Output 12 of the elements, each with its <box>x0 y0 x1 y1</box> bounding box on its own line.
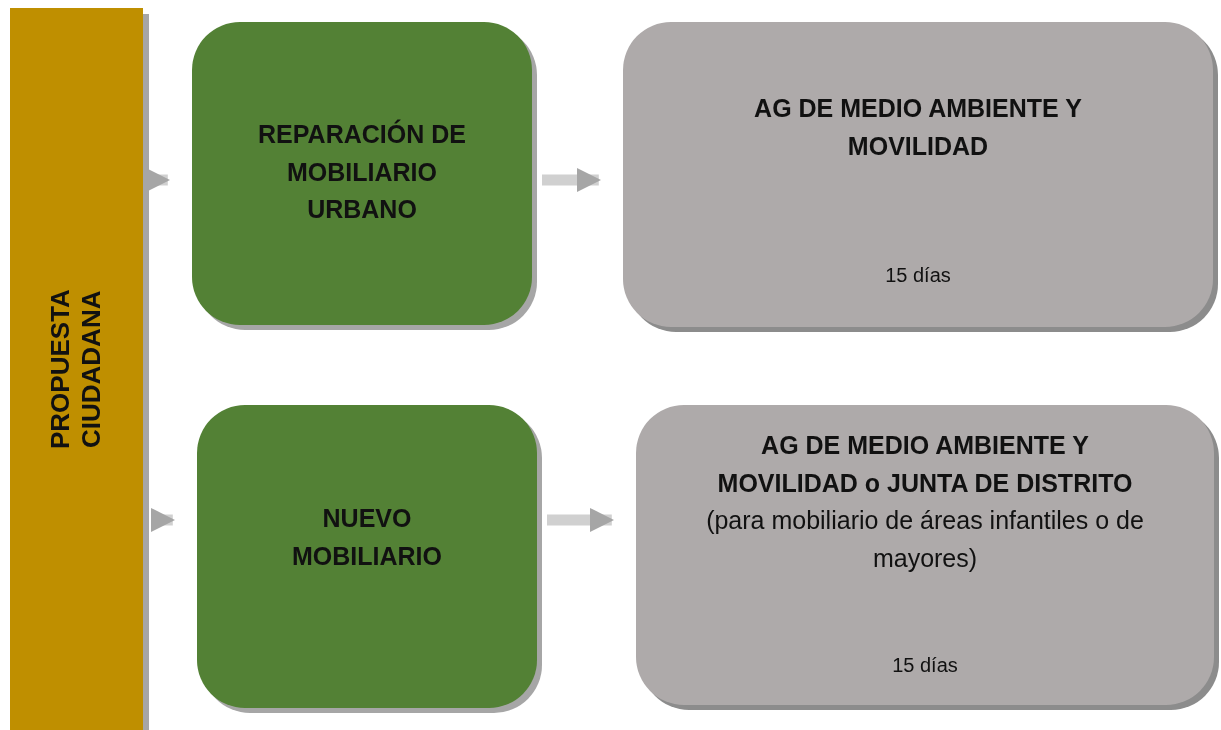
duration-text: 15 días <box>885 264 951 287</box>
box-title: AG DE MEDIO AMBIENTE Y MOVILIDAD <box>753 93 1083 162</box>
duration-text: 15 días <box>892 654 958 677</box>
note-text: (para mobiliario de áreas infantiles o de mayores) <box>705 505 1145 574</box>
box-title: AG DE MEDIO AMBIENTE Y MOVILIDAD o JUNTA DE DISTRITO <box>716 430 1134 499</box>
box-title: REPARACIÓN DE MOBILIARIO URBANO <box>257 118 467 225</box>
arrow <box>547 507 615 533</box>
box-title: NUEVO MOBILIARIO <box>291 503 443 572</box>
vertical-label: PROPUESTA CIUDADANA <box>45 288 108 451</box>
arrow <box>542 167 602 193</box>
arrow <box>146 167 171 193</box>
arrow <box>151 507 176 533</box>
